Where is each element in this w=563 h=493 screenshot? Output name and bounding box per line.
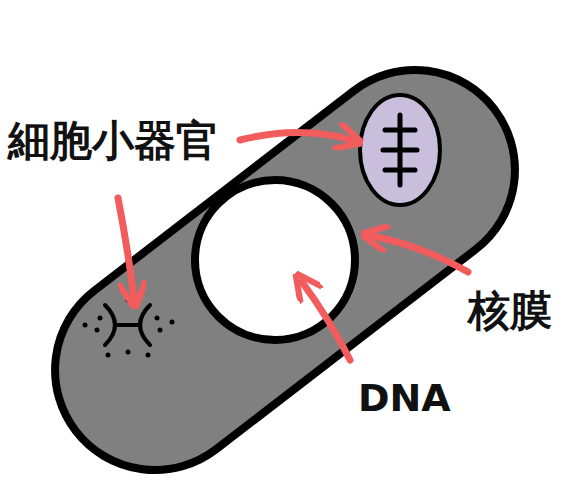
organelle: [360, 95, 440, 205]
leader-arrow: [118, 198, 134, 298]
callout-arrows: [118, 133, 468, 361]
organelle-symbol: [383, 115, 417, 185]
membrane-label: 核膜: [466, 288, 554, 334]
dna-label: DNA: [356, 378, 453, 420]
cell-body: [15, 30, 555, 493]
organelle-label: 細胞小器官: [6, 118, 220, 164]
leader-arrow: [240, 133, 352, 141]
leader-arrow: [302, 282, 350, 360]
leader-arrow: [372, 236, 468, 272]
nucleus: [195, 180, 355, 340]
centriole-dots: [83, 298, 175, 358]
centriole: [105, 305, 150, 345]
